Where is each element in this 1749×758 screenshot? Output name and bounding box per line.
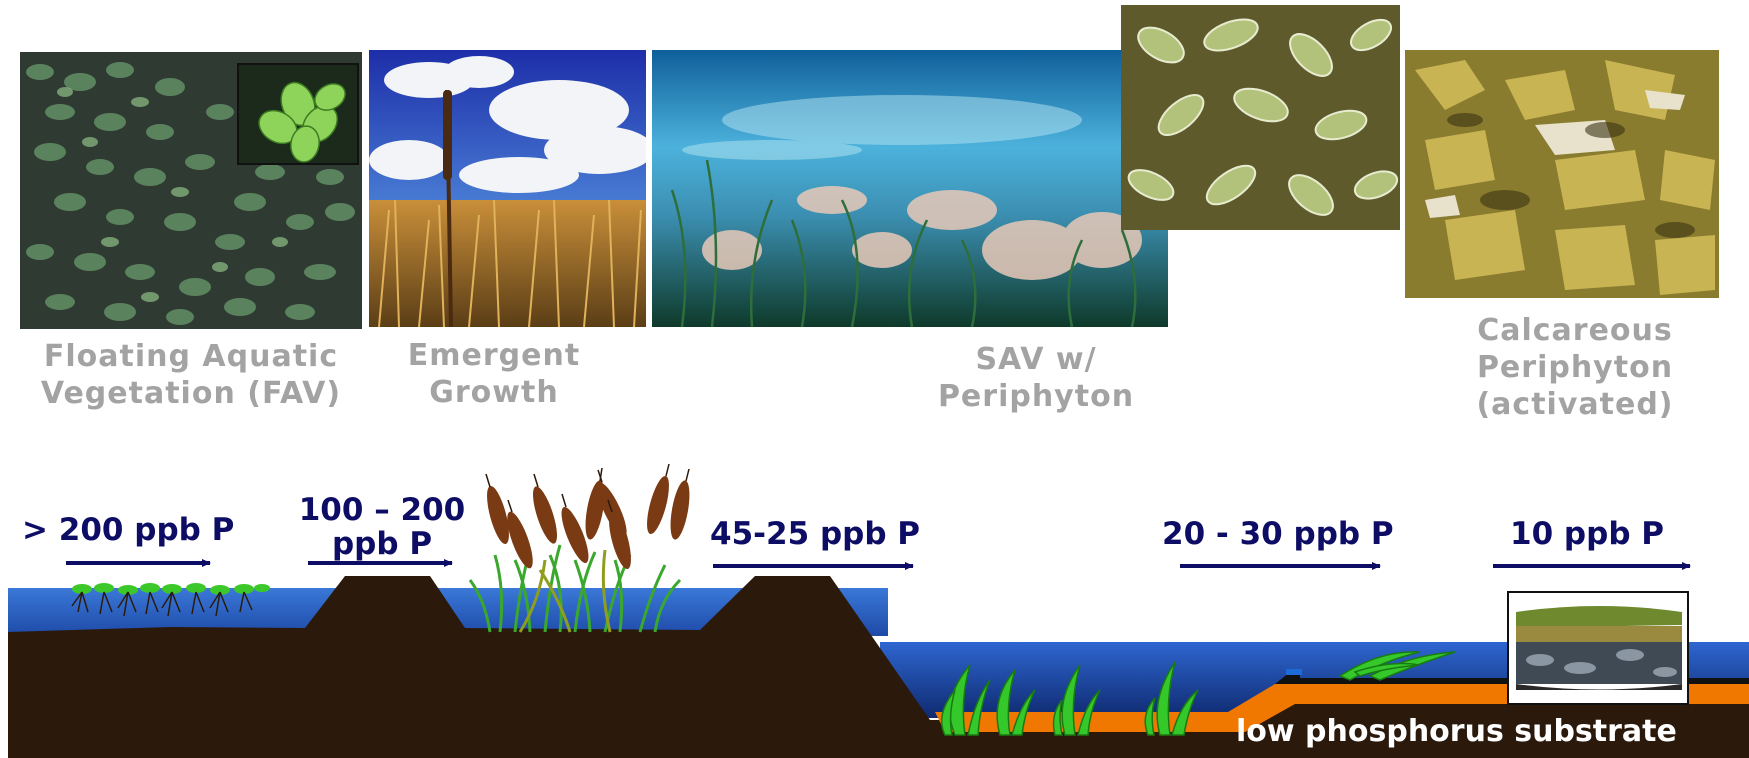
sav-caption-line2: Periphyton: [937, 379, 1135, 414]
emergent-caption-line1: Emergent: [407, 338, 581, 373]
sav-caption: SAV w/ Periphyton: [920, 341, 1152, 415]
conc-label-10-text: 10 ppb P: [1510, 516, 1665, 552]
emergent-growth-photo: [369, 50, 646, 327]
conc-label-200-text: > 200 ppb P: [22, 512, 235, 548]
calcareous-caption: Calcareous Periphyton (activated): [1445, 312, 1705, 423]
calcareous-periphyton-photo: [1405, 50, 1719, 298]
fav-caption-line1: Floating Aquatic: [43, 339, 339, 374]
fav-caption: Floating Aquatic Vegetation (FAV): [18, 338, 364, 412]
substrate-label: low phosphorus substrate: [1236, 714, 1677, 749]
periphyton-core-icon: [1507, 591, 1689, 705]
fav-photo: [20, 52, 362, 329]
conc-label-45-25: 45-25 ppb P: [710, 517, 955, 551]
calcareous-caption-line2: Periphyton: [1476, 350, 1674, 385]
conc-label-100-200-line2: ppb P: [331, 526, 433, 562]
conc-label-10: 10 ppb P: [1510, 517, 1690, 551]
calcareous-caption-line1: Calcareous: [1477, 313, 1673, 348]
sav-caption-line1: SAV w/: [975, 342, 1097, 377]
emergent-caption: Emergent Growth: [388, 337, 600, 411]
calcareous-caption-line3: (activated): [1476, 387, 1674, 422]
floating-plant-icon: [71, 583, 270, 617]
conc-label-45-25-text: 45-25 ppb P: [710, 516, 921, 552]
sav-photo: [652, 50, 1168, 327]
soil: [8, 576, 1749, 758]
emergent-caption-line2: Growth: [429, 375, 559, 410]
wetland-cross-section: [8, 463, 1749, 758]
conc-label-100-200: 100 – 200 ppb P: [282, 493, 482, 561]
conc-label-20-30: 20 - 30 ppb P: [1162, 517, 1432, 551]
sav-plant-icon: [940, 651, 1456, 736]
fav-caption-line2: Vegetation (FAV): [40, 376, 342, 411]
sav-closeup-photo: [1121, 5, 1400, 230]
conc-label-20-30-text: 20 - 30 ppb P: [1162, 516, 1394, 552]
conc-label-100-200-line1: 100 – 200: [298, 492, 466, 528]
conc-label-200: > 200 ppb P: [22, 513, 272, 547]
cattail-icon: [468, 463, 690, 633]
